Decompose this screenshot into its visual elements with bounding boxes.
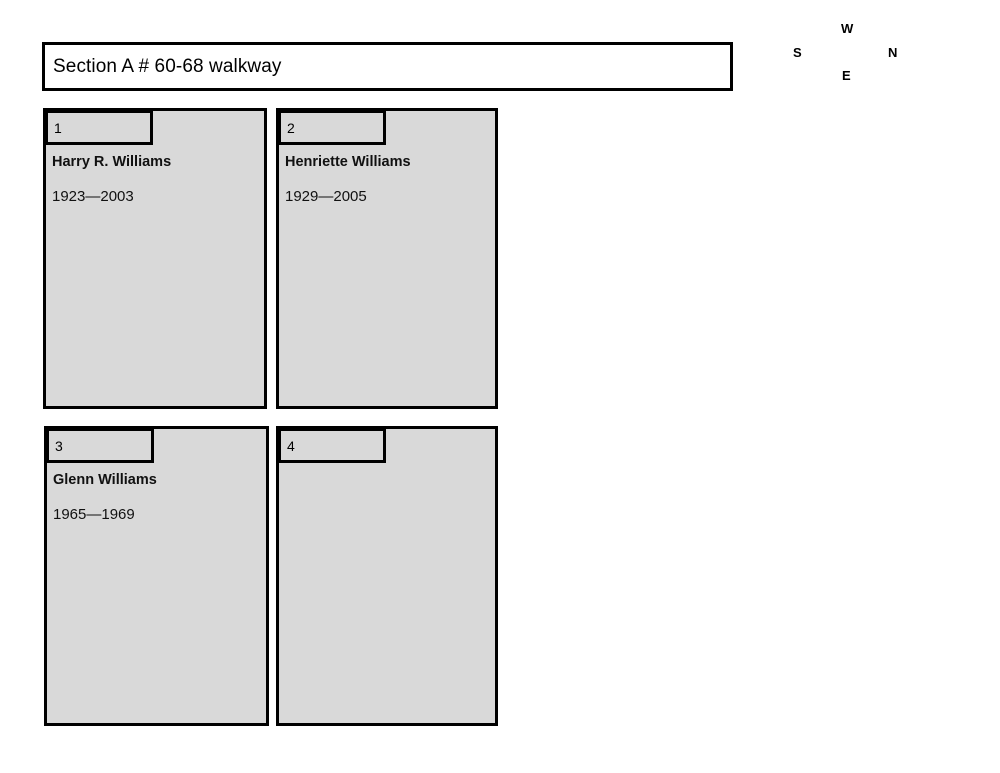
compass-label-top: W: [841, 21, 854, 36]
plot-number-box-2: 2: [278, 110, 386, 145]
plot-occupant-dates-1: 1923—2003: [52, 187, 134, 205]
plot-cell-2[interactable]: 2 Henriette Williams 1929—2005: [276, 108, 498, 409]
plot-occupant-name-3: Glenn Williams: [53, 472, 157, 488]
compass-rose: W S N E: [780, 18, 910, 96]
plot-occupant-dates-2: 1929—2005: [285, 187, 367, 205]
plot-occupant-name-1: Harry R. Williams: [52, 154, 172, 170]
plot-number-box-4: 4: [278, 428, 386, 463]
plot-number-label-1: 1: [54, 119, 62, 136]
plot-cell-3[interactable]: 3 Glenn Williams 1965—1969: [44, 426, 269, 726]
plot-number-box-3: 3: [46, 428, 154, 463]
plot-number-label-2: 2: [287, 119, 295, 136]
section-title-banner: Section A # 60-68 walkway: [42, 42, 733, 91]
plot-number-label-4: 4: [287, 437, 295, 454]
plot-cell-1[interactable]: 1 Harry R. Williams 1923—2003: [43, 108, 267, 409]
compass-label-right: N: [888, 45, 898, 60]
plot-cell-4[interactable]: 4: [276, 426, 498, 726]
compass-label-bottom: E: [842, 68, 851, 83]
plot-body-3: Glenn Williams 1965—1969: [47, 465, 266, 522]
compass-label-left: S: [793, 45, 802, 60]
plot-occupant-dates-3: 1965—1969: [53, 505, 135, 523]
plot-number-label-3: 3: [55, 437, 63, 454]
plot-body-2: Henriette Williams 1929—2005: [279, 147, 495, 204]
plot-body-1: Harry R. Williams 1923—2003: [46, 147, 264, 204]
section-title-text: Section A # 60-68 walkway: [53, 55, 282, 77]
plot-occupant-name-2: Henriette Williams: [285, 154, 411, 170]
plot-number-box-1: 1: [45, 110, 153, 145]
